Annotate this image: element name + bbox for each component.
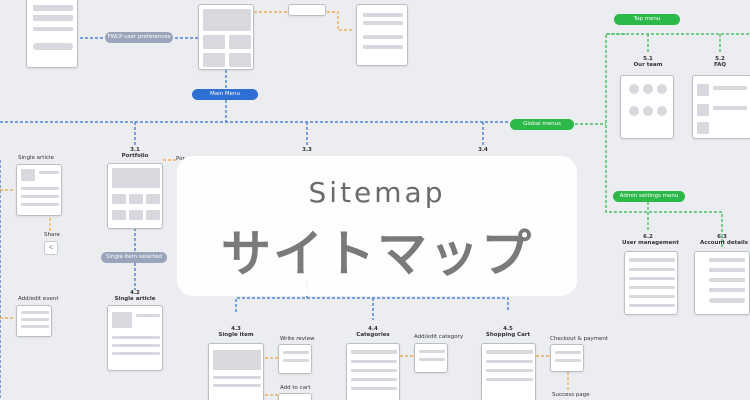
section-4-5-number: 4.5 bbox=[503, 326, 513, 332]
wireframe-card-single-article bbox=[107, 305, 163, 371]
wireframe-card-faq bbox=[692, 75, 750, 139]
section-4-5-name: Shopping Cart bbox=[485, 332, 531, 338]
main-menu-pill[interactable]: Main Menu bbox=[192, 89, 258, 100]
share-label: Share bbox=[44, 232, 60, 238]
wireframe-card-top-right bbox=[356, 4, 408, 66]
wireframe-card-our-team bbox=[620, 75, 674, 139]
checkout-payment-label: Checkout & payment bbox=[550, 336, 609, 342]
section-6-2-name: User management bbox=[622, 240, 679, 246]
wireframe-card-write-review bbox=[278, 344, 312, 374]
single-article-label: Single article bbox=[18, 155, 54, 161]
section-4-2-number: 4.2 bbox=[130, 290, 140, 296]
write-review-label: Write review bbox=[280, 336, 315, 342]
section-6-2-number: 6.2 bbox=[643, 234, 653, 240]
success-page-label: Success page bbox=[552, 392, 590, 398]
wireframe-card-add-edit-category bbox=[414, 343, 448, 373]
title-overlay: Sitemap サイトマップ bbox=[177, 156, 577, 296]
section-5-1-number: 5.1 bbox=[643, 56, 653, 62]
section-4-3-number: 4.3 bbox=[231, 326, 241, 332]
section-5-1-name: Our team bbox=[633, 62, 663, 68]
bottom-branch bbox=[235, 297, 509, 312]
add-edit-event-label: Add/edit event bbox=[18, 296, 59, 302]
section-4-3-name: Single item bbox=[218, 332, 254, 338]
section-4-4-name: Categories bbox=[356, 332, 390, 338]
top-orange-2 bbox=[327, 11, 352, 31]
wireframe-card-account-details bbox=[694, 251, 750, 315]
user-prefs-pill[interactable]: FWLP user preferences bbox=[105, 32, 173, 43]
wireframe-card-single-item bbox=[208, 343, 264, 400]
wireframe-card-top-left bbox=[26, 0, 78, 68]
wireframe-card-add-to-cart bbox=[278, 393, 312, 400]
wireframe-card-user-management bbox=[624, 251, 678, 315]
section-4-4-number: 4.4 bbox=[368, 326, 378, 332]
global-menus-pill[interactable]: Global menus bbox=[510, 119, 574, 130]
wireframe-card-portfolio bbox=[107, 163, 163, 229]
section-3-4-number: 3.4 bbox=[478, 147, 488, 153]
wireframe-card-categories bbox=[346, 343, 400, 400]
share-icon[interactable]: < bbox=[44, 241, 58, 255]
wireframe-card-add-edit-event bbox=[16, 305, 52, 337]
section-6-3-name: Account details bbox=[700, 240, 748, 246]
portfolio-side-label: Por bbox=[176, 156, 185, 162]
section-3-1-number: 3.1 bbox=[130, 147, 140, 153]
wireframe-card-shopping-cart bbox=[481, 343, 536, 400]
section-3-1-name: Portfolio bbox=[121, 153, 149, 159]
section-4-2-name: Single article bbox=[114, 296, 156, 302]
wireframe-card-single-article-left bbox=[16, 164, 62, 216]
section-5-2-number: 5.2 bbox=[715, 56, 725, 62]
wireframe-card-checkout bbox=[550, 344, 584, 372]
title-english: Sitemap bbox=[308, 176, 446, 209]
top-menu-pill[interactable]: Top menu bbox=[614, 14, 680, 25]
section-3-3-number: 3.3 bbox=[302, 147, 312, 153]
add-to-cart-label: Add to cart bbox=[280, 385, 311, 391]
wireframe-card-search bbox=[288, 4, 326, 16]
section-6-3-number: 6.3 bbox=[717, 234, 727, 240]
title-japanese: サイトマップ bbox=[221, 225, 533, 283]
wireframe-card-home bbox=[198, 4, 254, 70]
admin-menu-pill[interactable]: Admin settings menu bbox=[613, 191, 685, 202]
single-item-selected-pill[interactable]: Single item selected bbox=[101, 252, 167, 263]
section-5-2-name: FAQ bbox=[713, 62, 727, 68]
add-edit-category-label: Add/edit category bbox=[414, 334, 464, 340]
